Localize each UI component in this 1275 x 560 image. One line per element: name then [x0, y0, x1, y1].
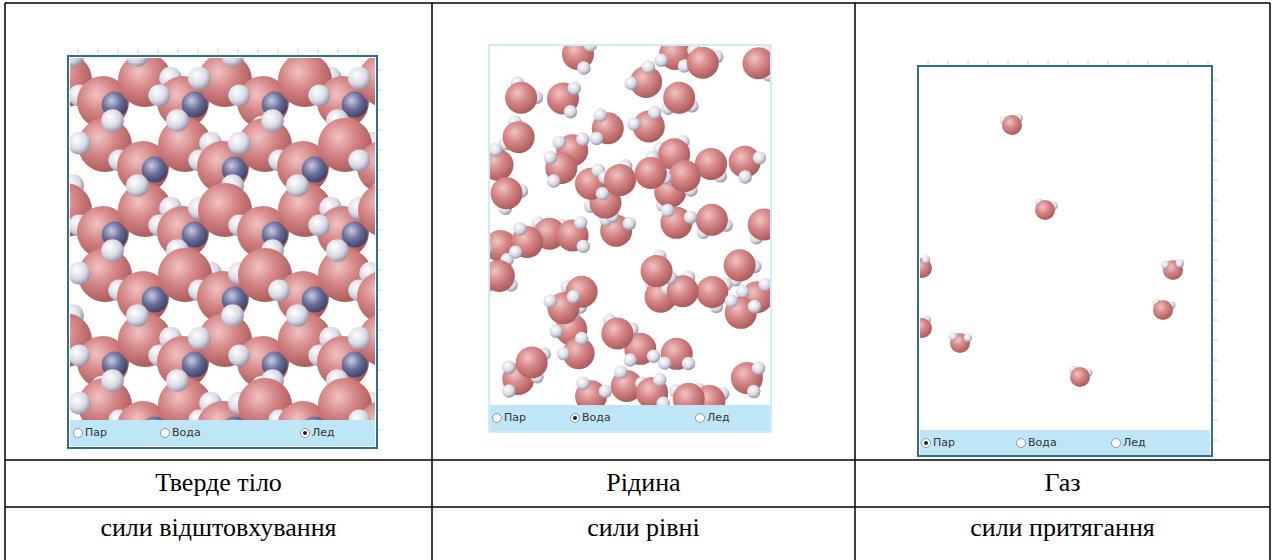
radio-label: Пар — [933, 436, 955, 450]
water-molecule — [490, 143, 513, 181]
water-molecule — [635, 151, 672, 189]
ice-panel — [28, 44, 489, 462]
radio-label: Пар — [85, 426, 107, 440]
radio-circle — [1112, 439, 1121, 448]
water-molecule — [748, 208, 770, 244]
water-molecule — [498, 116, 534, 154]
water-molecule — [348, 174, 375, 237]
radio-label: Пар — [504, 411, 526, 425]
water-molecule — [1161, 259, 1184, 280]
water-molecule — [318, 109, 375, 172]
water-molecule — [491, 177, 529, 215]
water-molecule — [658, 338, 695, 370]
water-molecule — [601, 314, 638, 350]
water-molecule — [660, 204, 697, 239]
water-molecule — [70, 304, 92, 367]
water-molecule — [1069, 366, 1092, 387]
water-molecule — [641, 249, 678, 287]
table-cell-text: сили відштовхування — [5, 513, 432, 543]
water-molecule — [188, 304, 252, 367]
radio-circle — [571, 414, 580, 423]
water-molecule — [627, 106, 665, 143]
radio-dot — [924, 441, 928, 445]
water-molecule — [725, 294, 762, 329]
water-molecule — [188, 58, 252, 107]
water-molecule — [590, 108, 624, 145]
radio-circle — [1017, 439, 1026, 448]
table-cell-text: Газ — [855, 468, 1270, 498]
water-molecule — [228, 239, 292, 302]
water-molecule — [920, 316, 932, 338]
water-molecule — [598, 159, 636, 196]
water-molecule — [696, 204, 733, 239]
water-panel — [476, 38, 785, 432]
water-molecule — [318, 369, 375, 420]
radio-label: Лед — [707, 411, 730, 425]
water-molecule — [949, 332, 972, 353]
water-molecule — [543, 290, 580, 324]
water-molecule — [1035, 198, 1058, 220]
water-molecule — [557, 216, 590, 253]
water-molecule — [920, 255, 932, 278]
radio-circle — [696, 414, 705, 423]
water-molecule — [662, 82, 699, 115]
radio-label: Лед — [312, 426, 335, 440]
water-molecule — [687, 46, 724, 79]
water-molecule — [516, 347, 551, 384]
water-molecule — [557, 332, 595, 370]
water-molecule — [544, 151, 578, 188]
water-molecule — [562, 46, 597, 75]
water-molecule — [1000, 114, 1023, 135]
radio-label: Лед — [1123, 436, 1146, 450]
water-molecule — [669, 383, 705, 405]
radio-label: Вода — [1028, 436, 1057, 450]
radio-label: Вода — [172, 426, 201, 440]
table-cell-text: сили притягання — [855, 513, 1270, 543]
water-molecule — [636, 373, 670, 405]
radio-circle — [161, 429, 170, 438]
water-molecule — [505, 76, 543, 113]
water-molecule — [348, 304, 375, 367]
water-molecule — [509, 222, 543, 259]
gas-panel — [908, 66, 1212, 456]
water-molecule — [729, 146, 766, 184]
water-molecule — [624, 60, 662, 98]
water-molecule — [655, 46, 692, 73]
table-cell-text: Рідина — [432, 468, 855, 498]
radio-label: Вода — [582, 411, 611, 425]
water-molecule — [490, 260, 518, 293]
water-molecule — [742, 46, 770, 81]
water-molecule — [547, 82, 581, 119]
water-molecule — [348, 401, 375, 420]
radio-dot — [573, 416, 577, 420]
water-molecule — [348, 58, 375, 107]
table-cell-text: сили рівні — [432, 513, 855, 543]
water-molecule — [575, 377, 612, 405]
table-grid — [5, 3, 1270, 560]
radio-dot — [303, 431, 307, 435]
radio-circle — [301, 429, 310, 438]
radio-circle — [493, 414, 502, 423]
radio-circle — [922, 439, 931, 448]
table-cell-text: Тверде тіло — [5, 468, 432, 498]
water-molecule — [1152, 299, 1175, 320]
water-molecule — [731, 361, 765, 398]
radio-circle — [74, 429, 83, 438]
